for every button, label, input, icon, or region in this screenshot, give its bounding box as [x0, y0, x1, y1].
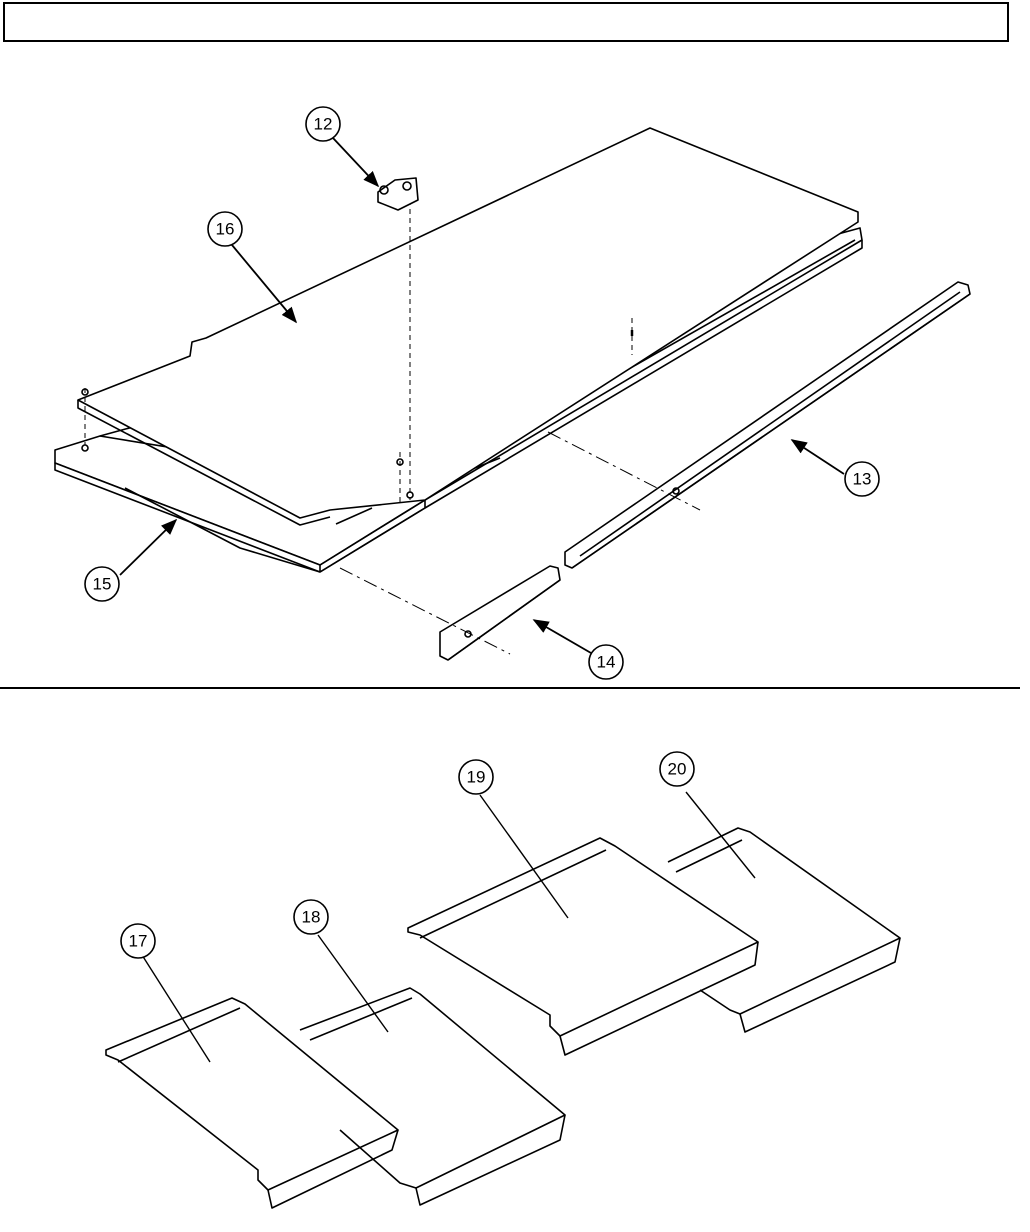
callout-label-15: 15	[93, 575, 112, 594]
callout-label-18: 18	[302, 908, 321, 927]
callout-label-14: 14	[597, 653, 616, 672]
panel-17-drawing	[106, 998, 398, 1208]
bracket-12-drawing	[378, 178, 418, 210]
callout-label-12: 12	[314, 115, 333, 134]
rail-14-drawing	[340, 566, 560, 660]
callout-label-13: 13	[853, 470, 872, 489]
callout-label-16: 16	[216, 220, 235, 239]
callout-label-17: 17	[129, 932, 148, 951]
callout-label-20: 20	[668, 760, 687, 779]
panel-19-drawing	[408, 838, 758, 1055]
callout-label-19: 19	[467, 768, 486, 787]
